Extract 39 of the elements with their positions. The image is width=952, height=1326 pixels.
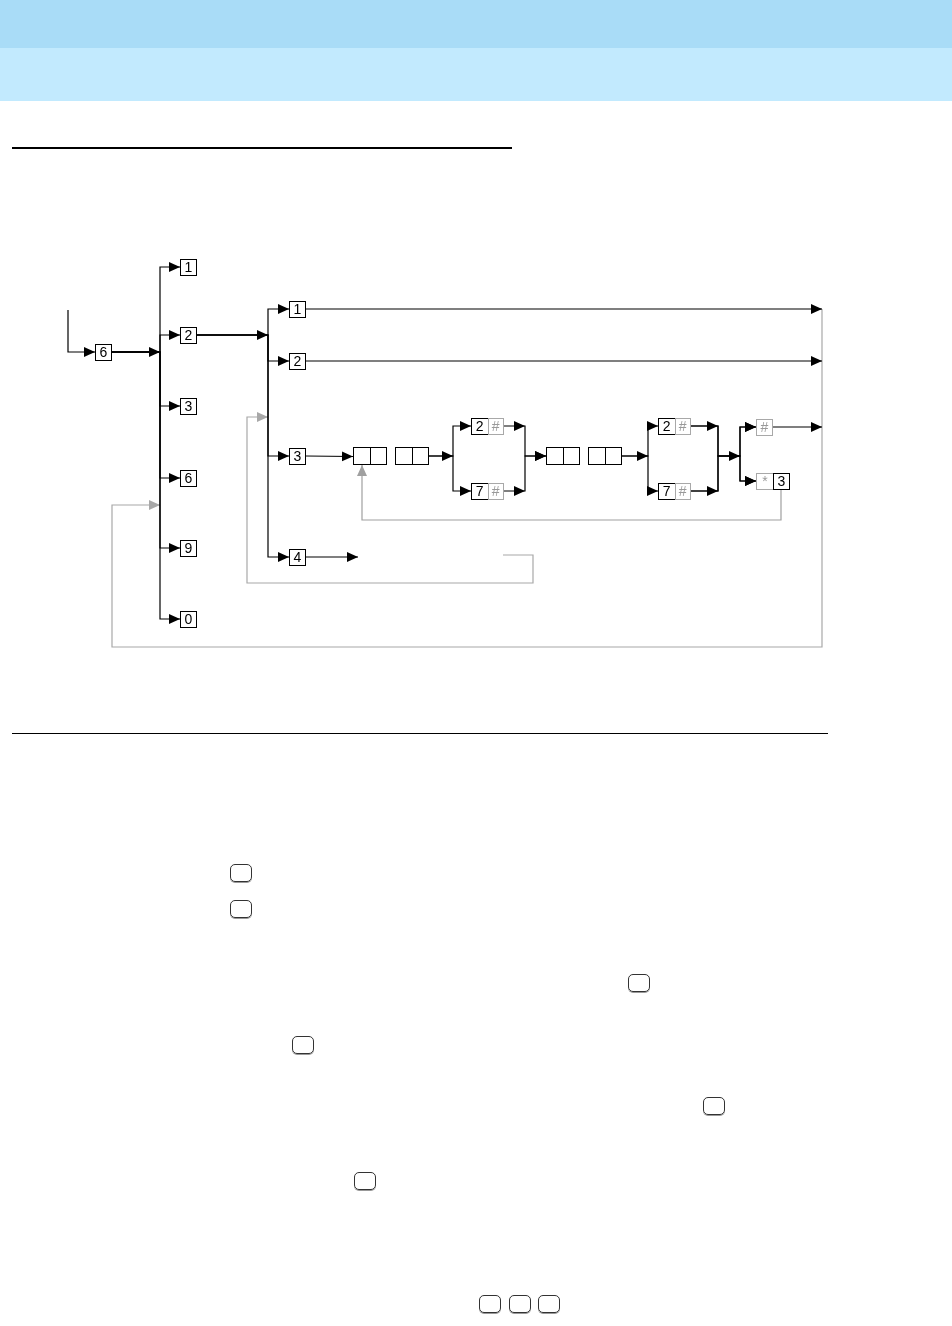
arrow bbox=[305, 552, 359, 562]
arrow bbox=[305, 356, 823, 366]
key-box: 7 bbox=[471, 483, 489, 500]
key-box: * bbox=[756, 473, 774, 490]
key-box: # bbox=[756, 419, 773, 436]
arrow bbox=[503, 451, 547, 492]
key-box: 1 bbox=[289, 301, 306, 318]
arrow bbox=[690, 455, 757, 492]
key-box: 9 bbox=[180, 540, 197, 557]
key-box: 1 bbox=[180, 259, 197, 276]
arrowhead bbox=[514, 421, 525, 431]
key-box: 2 bbox=[658, 418, 676, 435]
key-box: 4 bbox=[289, 549, 306, 566]
key-box: 6 bbox=[95, 344, 112, 361]
arrowhead bbox=[729, 451, 740, 461]
arrowhead bbox=[707, 421, 718, 431]
arrowhead bbox=[257, 330, 268, 340]
key-box: 7 bbox=[658, 483, 676, 500]
key-box: 2 bbox=[180, 327, 197, 344]
arrowhead bbox=[637, 451, 648, 461]
arrow bbox=[305, 451, 354, 462]
arrow bbox=[428, 455, 472, 496]
arrowhead bbox=[149, 347, 160, 357]
arrow bbox=[772, 422, 823, 432]
arrowhead bbox=[707, 486, 718, 496]
arrowhead bbox=[514, 486, 525, 496]
arrow bbox=[621, 455, 659, 496]
key-box: 3 bbox=[773, 473, 790, 490]
key-box: 2 bbox=[289, 353, 306, 370]
key-box: 3 bbox=[289, 448, 306, 465]
key-box: 3 bbox=[180, 398, 197, 415]
key-box: 2 bbox=[471, 418, 489, 435]
arrow bbox=[305, 304, 823, 314]
arrow bbox=[357, 464, 782, 521]
key-box: 0 bbox=[180, 611, 197, 628]
arrow bbox=[196, 334, 290, 562]
key-box: 6 bbox=[180, 470, 197, 487]
arrowhead bbox=[442, 451, 453, 461]
arrow bbox=[67, 309, 96, 357]
